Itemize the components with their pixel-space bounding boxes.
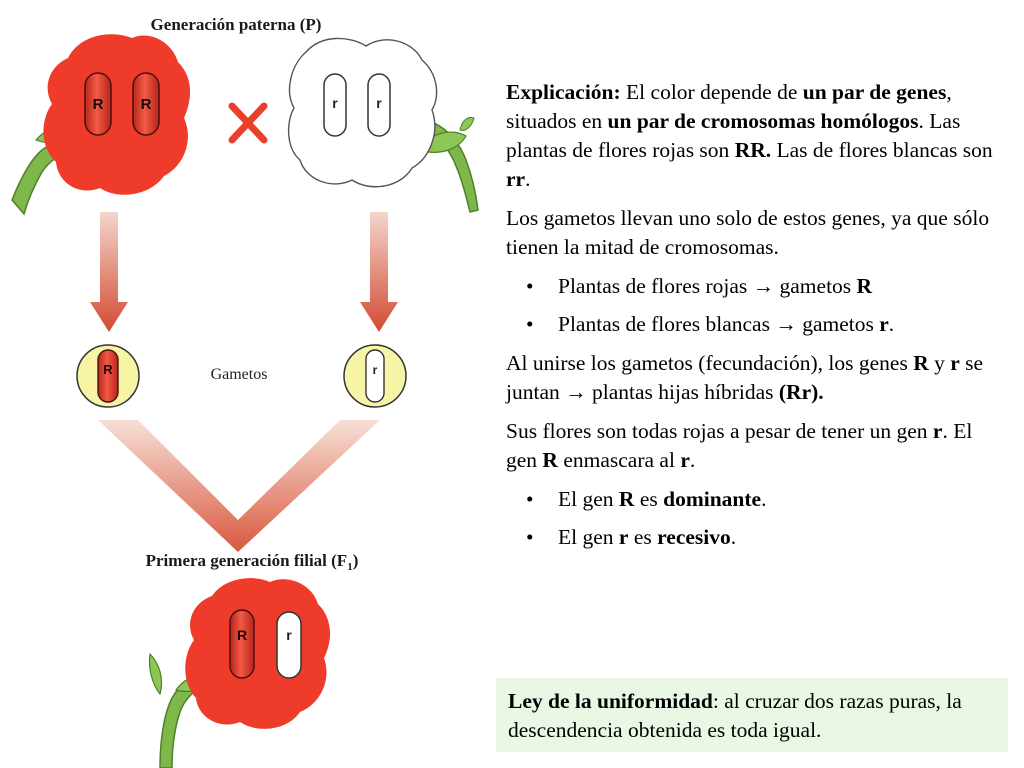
list-item: El gen r es recesivo.: [506, 523, 998, 552]
list-item: El gen R es dominante.: [506, 485, 998, 514]
f1-allele-2: r: [286, 627, 292, 643]
red-parent-chromosomes: R R: [84, 72, 160, 136]
parental-generation-title: Generación paterna (P): [151, 15, 322, 34]
gamete-white-allele: r: [373, 363, 378, 377]
explanation-paragraph-2: Los gametos llevan uno solo de estos gen…: [506, 206, 990, 259]
gamete-red-allele: R: [103, 362, 113, 377]
f1-generation-title: Primera generación filial (F1): [146, 551, 359, 573]
explanation-paragraph-1: Explicación: El color depende de un par …: [506, 80, 993, 191]
f1-hybrid-flower: [185, 578, 331, 729]
gametes-list: Plantas de flores rojas → gametos R Plan…: [506, 272, 998, 339]
gamete-white: r: [343, 344, 407, 408]
cross-icon: [228, 102, 268, 144]
list-item: Plantas de flores blancas → gametos r.: [506, 310, 998, 339]
gamete-red: R: [76, 344, 140, 408]
gametes-label: Gametos: [211, 366, 268, 383]
white-parent-allele-2: r: [376, 95, 382, 111]
red-parent-allele-1: R: [93, 96, 104, 113]
explanation-paragraph-3: Al unirse los gametos (fecundación), los…: [506, 351, 984, 404]
white-parent-stem: [428, 123, 479, 213]
white-parent-chromosomes: r r: [323, 73, 391, 137]
white-parent-allele-1: r: [332, 95, 338, 111]
dominance-list: El gen R es dominante. El gen r es reces…: [506, 485, 998, 552]
explanation-panel: Explicación: El color depende de un par …: [506, 78, 998, 562]
f1-allele-1: R: [237, 627, 247, 643]
arrow-down-left-icon: [90, 212, 128, 332]
uniformity-law-box: Ley de la uniformidad: al cruzar dos raz…: [496, 678, 1008, 752]
explanation-paragraph-4: Sus flores son todas rojas a pesar de te…: [506, 419, 973, 472]
fusion-v-arrow: [98, 420, 380, 552]
genetics-diagram: Generación paterna (P) R R r r R Gametos: [11, 15, 479, 768]
red-parent-allele-2: R: [141, 96, 152, 113]
law-text: : al cruzar dos razas puras, la descende…: [508, 689, 962, 742]
arrow-down-right-icon: [360, 212, 398, 332]
list-item: Plantas de flores rojas → gametos R: [506, 272, 998, 301]
f1-chromosomes: R r: [229, 609, 302, 679]
red-parent-flower: [43, 34, 191, 195]
white-parent-flower: [287, 37, 438, 188]
law-title: Ley de la uniformidad: [508, 689, 713, 713]
